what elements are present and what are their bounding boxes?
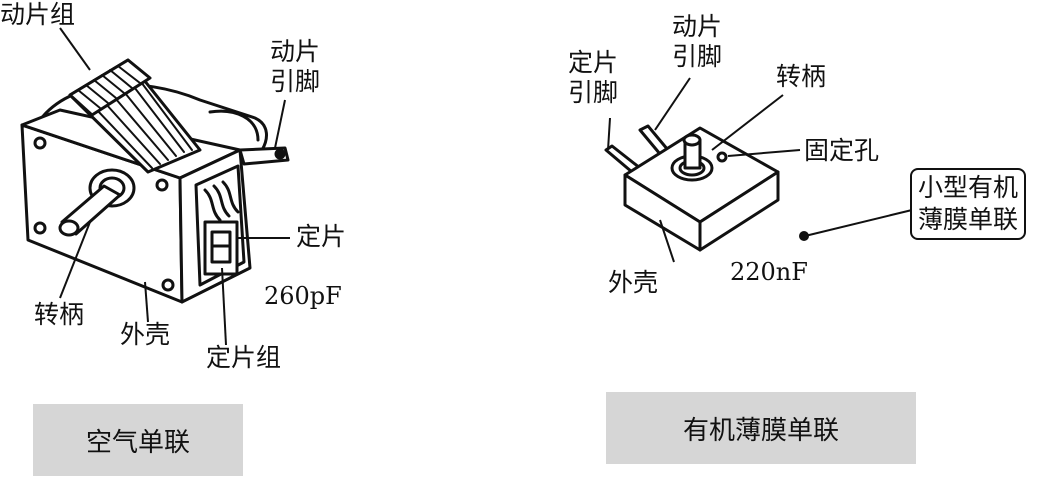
film-capacitor-drawing [604,124,780,252]
label-moving-pin-right: 动片 引脚 [672,12,722,72]
label-shaft-right: 转柄 [776,62,827,91]
label-air-cap-value: 260pF [264,282,342,310]
callout-line1: 小型有机 [918,173,1019,202]
label-fixed-plate: 定片 [296,222,347,251]
label-fixed-pin: 定片 引脚 [568,48,618,108]
label-shaft-left: 转柄 [34,300,85,329]
label-shell-right: 外壳 [608,268,659,297]
caption-film-single: 有机薄膜单联 [606,392,916,464]
label-moving-pin-right-line2: 引脚 [672,42,723,71]
label-fixed-pin-line1: 定片 [568,48,619,77]
label-moving-plate-group: 动片组 [0,0,76,29]
label-film-cap-value: 220nF [730,258,808,286]
callout-line2: 薄膜单联 [918,205,1019,234]
label-moving-pin: 动片 引脚 [270,37,320,97]
label-moving-pin-right-line1: 动片 [672,12,723,41]
leader-lines [59,27,913,346]
caption-air-single: 空气单联 [33,404,243,476]
label-moving-pin-line1: 动片 [270,37,321,66]
air-capacitor-drawing [20,58,290,304]
label-mount-hole: 固定孔 [804,136,880,165]
callout-dot [799,231,809,241]
label-shell-left: 外壳 [120,320,171,349]
callout-box: 小型有机 薄膜单联 [910,168,1027,240]
label-fixed-plate-group: 定片组 [206,343,282,372]
label-moving-pin-line2: 引脚 [270,67,321,96]
label-fixed-pin-line2: 引脚 [568,78,619,107]
